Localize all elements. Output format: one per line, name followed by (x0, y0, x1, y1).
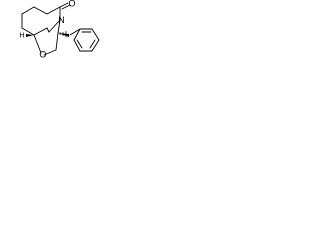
structure-canvas: N O O H (0, 0, 113, 73)
hydrogen-atom-label: H (19, 33, 24, 40)
wedge-c8a-h (26, 34, 34, 37)
bond-c4-c5 (21, 27, 35, 36)
phenyl-edge-2 (91, 28, 100, 41)
bond-c9-o-double-a (59, 2, 69, 8)
bond-c8-c9 (46, 6, 61, 15)
bond-c3-c2 (55, 32, 59, 51)
bond-c8a-c8 (33, 27, 48, 36)
bond-n-c3a (48, 19, 61, 33)
bonds (21, 2, 100, 56)
bond-c9-o-double-b (61, 4, 71, 10)
bond-c8-c3a (46, 27, 50, 33)
phenyl-double-3 (76, 39, 83, 49)
phenyl-double-2 (89, 39, 96, 49)
nitrogen-atom-label: N (58, 15, 64, 25)
carbonyl-oxygen-atom-label: O (69, 0, 76, 9)
phenyl-edge-6 (73, 28, 81, 41)
bond-c6-c7 (21, 6, 35, 15)
bond-c7-c8 (33, 6, 48, 15)
molecule-structure: N O O H (19, 0, 100, 60)
phenyl-edge-3 (91, 39, 100, 52)
hash-lines (59, 31, 67, 37)
bond-c3a-phenyl (69, 28, 81, 36)
ring-oxygen-atom-label: O (39, 50, 46, 60)
bond-n-c3 (57, 19, 61, 34)
bond-c2-o (43, 49, 57, 56)
phenyl-edge-5 (73, 39, 81, 52)
bond-o-c8a (33, 34, 42, 54)
